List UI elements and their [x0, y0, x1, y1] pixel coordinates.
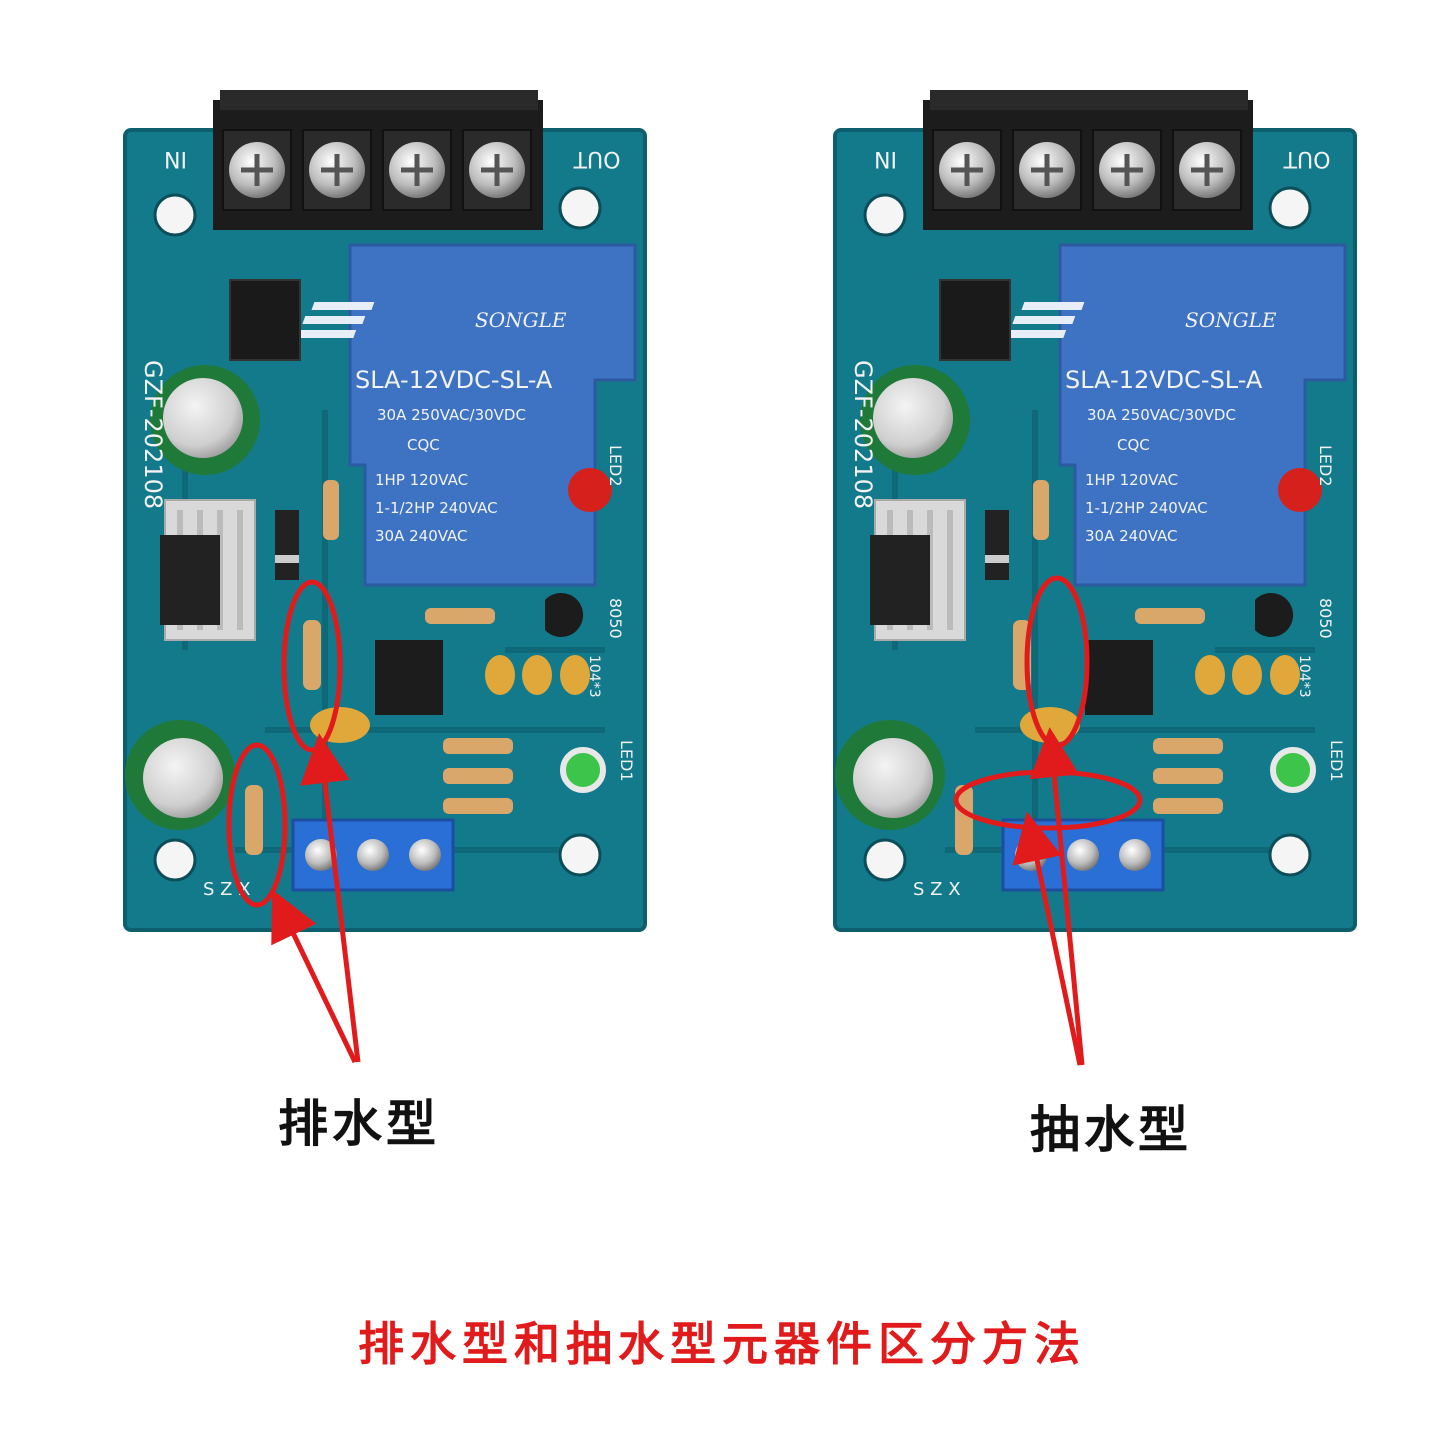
relay-cert: CQC [1117, 436, 1150, 454]
cap-label: 104*3 [1296, 655, 1312, 698]
board-model: GZF-202108 [139, 360, 167, 509]
page-title: 排水型和抽水型元器件区分方法 [358, 1317, 1086, 1371]
board-label-out: OUT [573, 146, 620, 171]
drain-highlight-ellipse-2 [226, 742, 288, 908]
transistor-label: 8050 [606, 598, 625, 639]
relay-rating-1: 30A 250VAC/30VDC [377, 406, 526, 424]
board-label-out: OUT [1283, 146, 1330, 171]
drain-board: IN OUT GZF-202108 SONGLE SLA-12VDC-SL-A … [125, 90, 645, 930]
relay-rating-4: 30A 240VAC [375, 527, 468, 545]
relay-rating-2: 1HP 120VAC [375, 471, 468, 489]
pump-arrow-1 [1029, 727, 1085, 1066]
relay-brand: SONGLE [1185, 308, 1277, 332]
board-label-in: IN [874, 146, 897, 171]
relay-rating-4: 30A 240VAC [1085, 527, 1178, 545]
pump-type-caption: 抽水型 [1030, 1101, 1192, 1159]
cap-label: 104*3 [586, 655, 602, 698]
relay-rating-2: 1HP 120VAC [1085, 471, 1178, 489]
pump-annotations [953, 575, 1143, 1066]
relay-model: SLA-12VDC-SL-A [355, 366, 553, 394]
board-label-in: IN [164, 146, 187, 171]
led2-label: LED2 [1316, 445, 1335, 487]
board-model: GZF-202108 [849, 360, 877, 509]
relay-cert: CQC [407, 436, 440, 454]
led1-label: LED1 [617, 740, 636, 782]
relay-model: SLA-12VDC-SL-A [1065, 366, 1263, 394]
pump-arrow-2 [1012, 811, 1083, 1066]
drain-arrow-1 [300, 733, 361, 1063]
pump-board: IN OUT GZF-202108 SONGLE SLA-12VDC-SL-A … [835, 90, 1355, 930]
drain-arrow-2 [271, 889, 358, 1064]
relay-rating-3: 1-1/2HP 240VAC [375, 499, 498, 517]
relay-rating-1: 30A 250VAC/30VDC [1087, 406, 1236, 424]
led1-label: LED1 [1327, 740, 1346, 782]
transistor-label: 8050 [1316, 598, 1335, 639]
relay-brand: SONGLE [475, 308, 567, 332]
drain-type-caption: 排水型 [278, 1095, 440, 1153]
terminal-labels: S Z X [913, 879, 961, 900]
relay-rating-3: 1-1/2HP 240VAC [1085, 499, 1208, 517]
drain-annotations [226, 579, 361, 1064]
led2-label: LED2 [606, 445, 625, 487]
